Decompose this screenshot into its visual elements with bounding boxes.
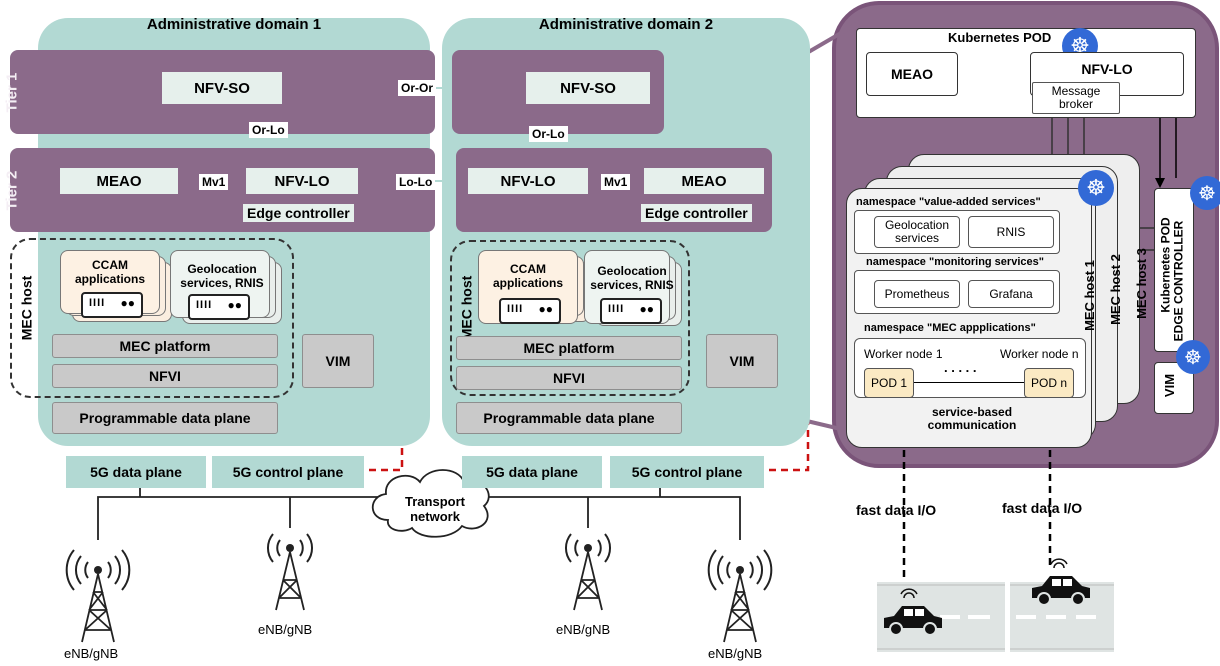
ccam-apps-2-label: CCAM applications [492, 262, 563, 290]
prometheus-service[interactable]: Prometheus [874, 280, 960, 308]
vim-2[interactable]: VIM [706, 334, 778, 388]
kubernetes-icon: ☸ [1078, 170, 1114, 206]
pod-1[interactable]: POD 1 [864, 368, 914, 398]
kubernetes-icon: ☸ [1190, 176, 1220, 210]
service-based-communication: service-based communication [927, 405, 1017, 432]
nfv-lo-1[interactable]: NFV-LO [246, 168, 358, 194]
message-broker[interactable]: Message broker [1032, 82, 1120, 114]
or-lo-label-1: Or-Lo [249, 122, 288, 138]
mec-platform-1[interactable]: MEC platform [52, 334, 278, 358]
5g-control-plane-2[interactable]: 5G control plane [610, 456, 764, 488]
gnb-label-1: eNB/gNB [64, 646, 119, 661]
antenna-icon-2 [266, 533, 314, 611]
nfv-so-2[interactable]: NFV-SO [526, 72, 650, 104]
mec-host-3-k8s-label: MEC host 3 [1133, 248, 1149, 319]
tier-2-label: Tier 2 [3, 170, 21, 211]
antenna-icon-3 [564, 533, 612, 611]
admin-domain-2-title: Administrative domain 2 [538, 16, 714, 33]
5g-data-plane-2[interactable]: 5G data plane [462, 456, 602, 488]
edge-controller-pod [1154, 188, 1194, 352]
pod-link [914, 382, 1024, 383]
geolocation-service[interactable]: Geolocation services [874, 216, 960, 248]
mv1-label-2: Mv1 [601, 174, 631, 190]
worker-node-n-label: Worker node n [1000, 347, 1079, 361]
vim-1[interactable]: VIM [302, 334, 374, 388]
fast-data-label-2: fast data I/O [1002, 500, 1083, 516]
programmable-data-plane-2[interactable]: Programmable data plane [456, 402, 682, 434]
gnb-label-4: eNB/gNB [708, 646, 763, 661]
mec-host-2-label: MEC host [458, 275, 475, 341]
transport-network-label: Transport network [405, 494, 465, 524]
edge-controller-1[interactable]: Edge controller [243, 204, 354, 222]
edge-controller-2[interactable]: Edge controller [641, 204, 752, 222]
kubernetes-icon: ☸ [1176, 340, 1210, 374]
namespace-mec-label: namespace "MEC appplications" [864, 322, 1036, 334]
k8s-vim-label[interactable]: VIM [1162, 373, 1178, 398]
nfv-so-1[interactable]: NFV-SO [162, 72, 282, 104]
nfv-lo-2[interactable]: NFV-LO [468, 168, 588, 194]
lo-lo-label: Lo-Lo [396, 174, 436, 190]
mec-host-2 [450, 240, 690, 396]
or-or-label: Or-Or [398, 80, 437, 96]
rnis-service[interactable]: RNIS [968, 216, 1054, 248]
geo-services-1-label: Geolocation services, RNIS [180, 262, 264, 290]
mec-host-1 [10, 238, 294, 398]
antenna-icon-1 [65, 549, 131, 643]
mec-platform-2[interactable]: MEC platform [456, 336, 682, 360]
meao-2[interactable]: MEAO [644, 168, 764, 194]
edge-controller-label: EDGE CONTROLLER [1171, 220, 1186, 342]
gnb-label-2: eNB/gNB [258, 622, 313, 637]
geo-services-2-label: Geolocation services, RNIS [590, 264, 674, 292]
namespace-value-label: namespace "value-added services" [856, 196, 1041, 208]
fast-data-label-1: fast data I/O [856, 502, 937, 518]
antenna-icon-4 [707, 549, 773, 643]
programmable-data-plane-1[interactable]: Programmable data plane [52, 402, 278, 434]
5g-control-plane-1[interactable]: 5G control plane [212, 456, 364, 488]
pod-n[interactable]: POD n [1024, 368, 1074, 398]
nfvi-2[interactable]: NFVI [456, 366, 682, 390]
k8s-pod-title: Kubernetes POD [948, 30, 1052, 45]
mv1-label-1: Mv1 [199, 174, 229, 190]
namespace-monitor-label: namespace "monitoring services" [866, 256, 1044, 268]
ccam-apps-1-label: CCAM applications [74, 258, 145, 286]
or-lo-label-2: Or-Lo [529, 126, 568, 142]
admin-domain-1-title: Administrative domain 1 [146, 16, 322, 33]
mec-host-1-k8s-label: MEC host 1 [1081, 260, 1097, 331]
server-icon: IIII●● [600, 298, 662, 324]
k8s-meao[interactable]: MEAO [866, 52, 958, 96]
car-icon-1 [884, 588, 942, 636]
car-icon-2 [1032, 558, 1090, 606]
mec-host-2-k8s-label: MEC host 2 [1107, 254, 1123, 325]
grafana-service[interactable]: Grafana [968, 280, 1054, 308]
worker-node-1-label: Worker node 1 [864, 347, 943, 361]
meao-1[interactable]: MEAO [60, 168, 178, 194]
5g-data-plane-1[interactable]: 5G data plane [66, 456, 206, 488]
nfvi-1[interactable]: NFVI [52, 364, 278, 388]
server-icon: IIII●● [499, 298, 561, 324]
server-icon: IIII●● [81, 292, 143, 318]
server-icon: IIII●● [188, 294, 250, 320]
gnb-label-3: eNB/gNB [556, 622, 611, 637]
mec-host-1-label: MEC host [18, 275, 35, 341]
pod-dots: . . . . . [944, 360, 977, 375]
tier-1-label: Tier 1 [3, 72, 21, 113]
